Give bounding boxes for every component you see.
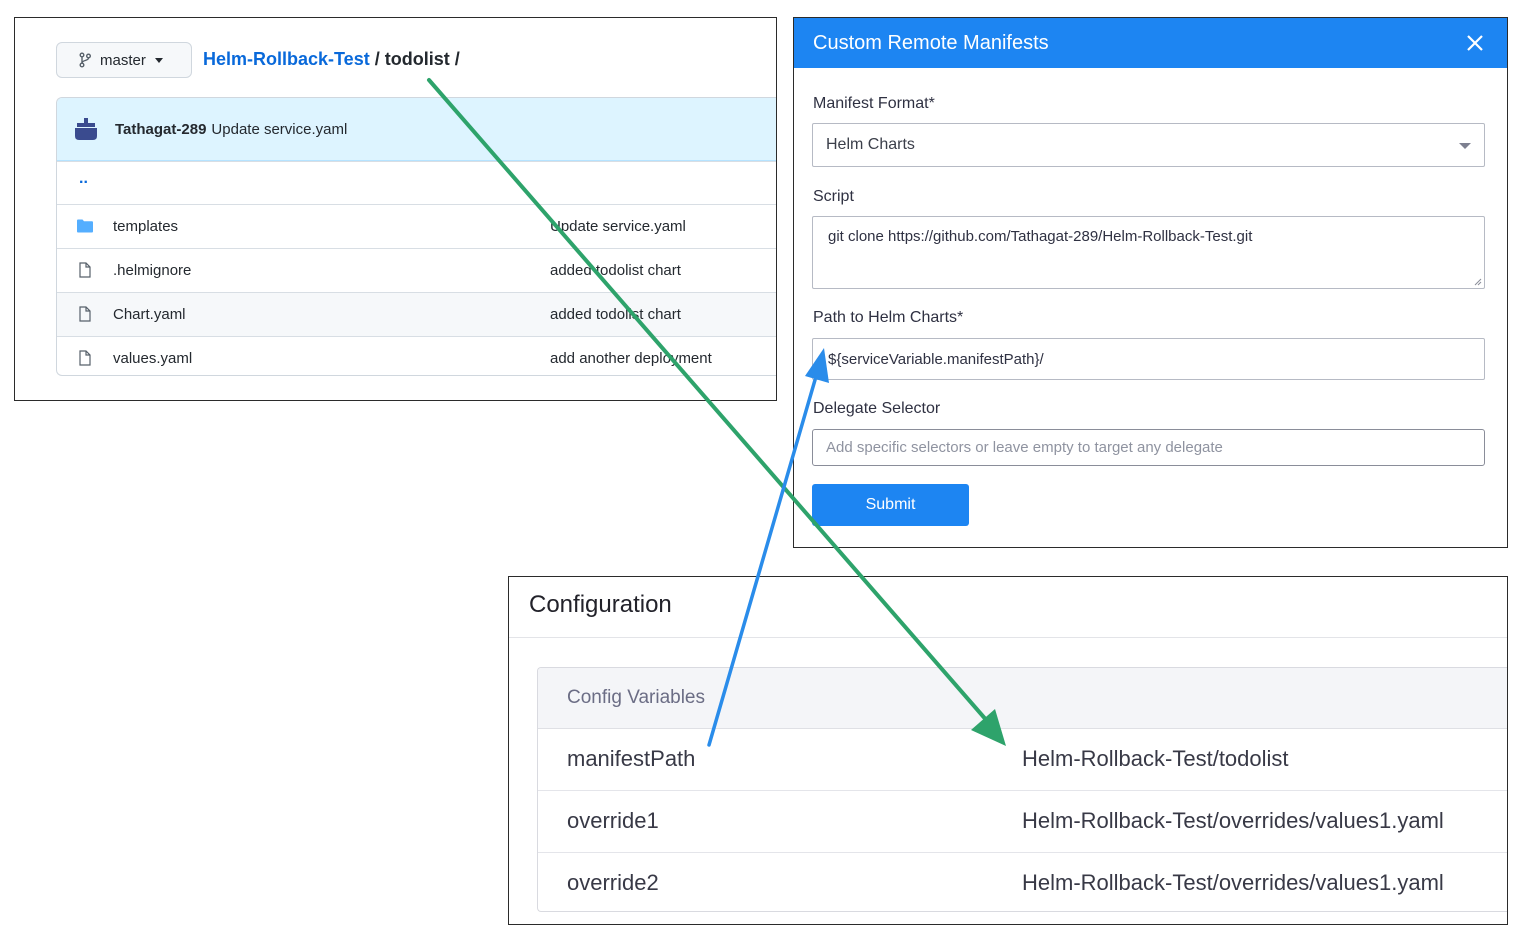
custom-remote-manifests-dialog: Custom Remote Manifests Manifest Format*… — [793, 17, 1508, 548]
breadcrumb: Helm-Rollback-Test / todolist / — [203, 49, 460, 70]
chevron-down-icon — [1459, 143, 1471, 149]
file-icon — [79, 262, 91, 278]
config-variables-table: Config Variables manifestPath Helm-Rollb… — [537, 667, 1507, 912]
branch-name: master — [100, 51, 146, 69]
commit-message[interactable]: Update service.yaml — [211, 120, 348, 138]
manifest-format-label: Manifest Format* — [813, 95, 935, 112]
breadcrumb-separator: / — [374, 49, 380, 69]
delegate-selector-input[interactable]: Add specific selectors or leave empty to… — [812, 429, 1485, 466]
file-name[interactable]: .helmignore — [113, 262, 192, 279]
configuration-title: Configuration — [529, 591, 672, 618]
file-row[interactable]: templates Update service.yaml — [57, 204, 776, 248]
manifest-format-select[interactable]: Helm Charts — [812, 123, 1485, 167]
close-icon[interactable] — [1465, 33, 1485, 53]
configuration-panel: Configuration Config Variables manifestP… — [508, 576, 1508, 925]
variable-name: override2 — [567, 870, 659, 895]
branch-selector-button[interactable]: master — [56, 42, 192, 78]
file-commit-message[interactable]: Update service.yaml — [550, 218, 686, 235]
manifest-format-value: Helm Charts — [826, 136, 915, 153]
file-name[interactable]: templates — [113, 218, 179, 235]
script-label: Script — [813, 188, 854, 205]
variable-name: manifestPath — [567, 746, 696, 771]
path-to-helm-charts-input[interactable]: ${serviceVariable.manifestPath}/ — [812, 338, 1485, 380]
path-to-helm-charts-label: Path to Helm Charts* — [813, 309, 964, 326]
avatar[interactable] — [73, 116, 99, 142]
file-row[interactable]: values.yaml add another deployment — [57, 336, 776, 375]
dialog-header: Custom Remote Manifests — [794, 18, 1507, 68]
breadcrumb-repo-link[interactable]: Helm-Rollback-Test — [203, 49, 370, 69]
file-commit-message[interactable]: add another deployment — [550, 350, 712, 367]
delegate-selector-label: Delegate Selector — [813, 400, 941, 417]
parent-directory-row[interactable]: .. — [57, 161, 776, 204]
variable-value: Helm-Rollback-Test/overrides/values1.yam… — [1022, 808, 1444, 833]
variable-value: Helm-Rollback-Test/todolist — [1022, 746, 1289, 771]
github-file-browser: master Helm-Rollback-Test / todolist / T… — [14, 17, 777, 401]
script-value: git clone https://github.com/Tathagat-28… — [828, 228, 1253, 245]
file-name[interactable]: Chart.yaml — [113, 306, 186, 323]
table-row[interactable]: override1 Helm-Rollback-Test/overrides/v… — [538, 791, 1507, 853]
commit-author[interactable]: Tathagat-289 — [115, 120, 207, 138]
file-commit-message[interactable]: added todolist chart — [550, 306, 681, 323]
breadcrumb-folder: todolist / — [384, 49, 460, 69]
path-value: ${serviceVariable.manifestPath}/ — [828, 350, 1044, 368]
git-branch-icon — [79, 52, 91, 68]
file-icon — [79, 306, 91, 322]
chevron-down-icon — [154, 57, 163, 63]
latest-commit-bar: Tathagat-289 Update service.yaml — [57, 98, 776, 161]
file-row[interactable]: Chart.yaml added todolist chart — [57, 292, 776, 336]
dialog-title: Custom Remote Manifests — [813, 31, 1049, 54]
table-header: Config Variables — [538, 668, 1507, 729]
script-textarea[interactable]: git clone https://github.com/Tathagat-28… — [812, 216, 1485, 289]
file-commit-message[interactable]: added todolist chart — [550, 262, 681, 279]
variable-value: Helm-Rollback-Test/overrides/values1.yam… — [1022, 870, 1444, 895]
submit-button[interactable]: Submit — [812, 484, 969, 526]
file-list: Tathagat-289 Update service.yaml .. temp… — [56, 97, 776, 376]
parent-directory-link[interactable]: .. — [79, 170, 88, 187]
folder-icon — [77, 219, 93, 233]
table-row[interactable]: manifestPath Helm-Rollback-Test/todolist — [538, 729, 1507, 791]
delegate-placeholder: Add specific selectors or leave empty to… — [826, 439, 1223, 456]
file-name[interactable]: values.yaml — [113, 350, 193, 367]
file-icon — [79, 350, 91, 366]
file-row[interactable]: .helmignore added todolist chart — [57, 248, 776, 292]
variable-name: override1 — [567, 808, 659, 833]
resize-handle-icon[interactable] — [1474, 278, 1482, 286]
divider — [509, 637, 1507, 638]
table-row[interactable]: override2 Helm-Rollback-Test/overrides/v… — [538, 853, 1507, 911]
